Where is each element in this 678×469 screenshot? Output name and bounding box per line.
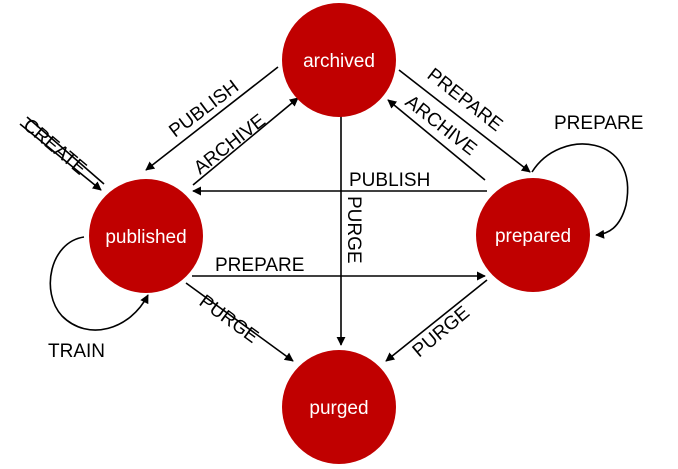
node-purged: purged [282,350,396,464]
label-published-to-prepared: PREPARE [215,255,304,276]
label-prepared-self: PREPARE [554,113,643,134]
label-prepared-to-published: PUBLISH [349,170,430,191]
node-prepared-label: prepared [495,226,571,247]
node-prepared: prepared [476,178,590,292]
edge-create [19,123,102,191]
label-prepared-to-purged: PURGE [409,302,474,362]
node-archived: archived [282,3,396,117]
node-archived-label: archived [303,51,375,72]
node-purged-label: purged [309,398,368,419]
node-published: published [89,179,203,293]
edge-prepared-self [531,143,629,239]
node-published-label: published [105,227,186,248]
edge-published-to-purged [185,282,294,362]
edge-prepared-to-purged [385,279,488,362]
edge-train [49,236,149,331]
node-prepared-circle [476,178,590,292]
label-archived-to-purged: PURGE [343,196,364,264]
node-archived-circle [282,3,396,117]
label-train: TRAIN [48,341,105,362]
edge-prepared-to-archived [387,99,486,181]
label-create: CREATE [19,115,90,180]
label-published-to-purged: PURGE [195,291,262,348]
edge-archived-to-published [145,66,279,171]
node-published-circle [89,179,203,293]
node-purged-circle [282,350,396,464]
edge-create-double [26,116,105,185]
edge-published-to-archived [192,97,299,186]
edge-archived-to-prepared [398,69,531,173]
